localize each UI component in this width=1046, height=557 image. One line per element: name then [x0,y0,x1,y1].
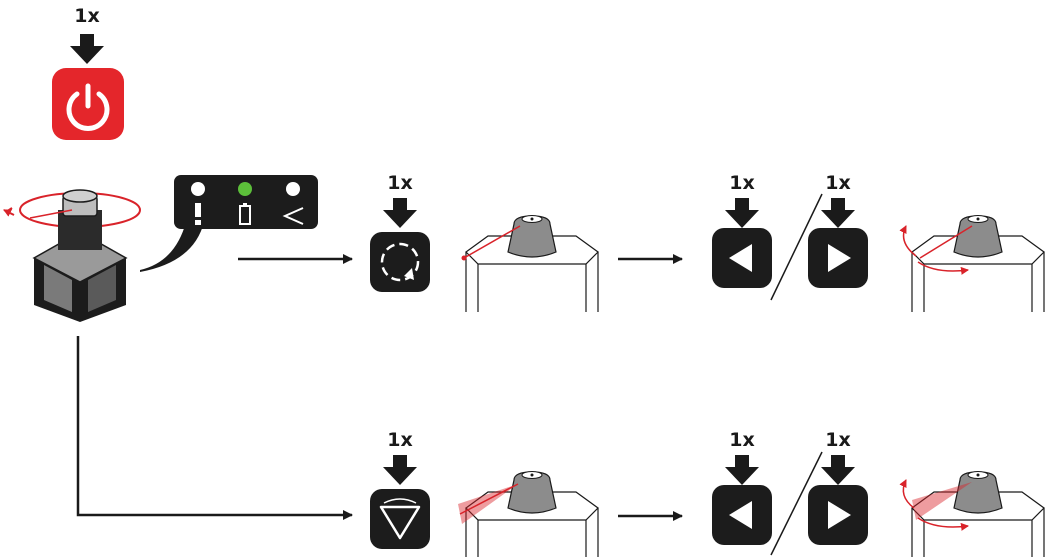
right-count-label: 1x [825,429,850,451]
scan-head-scene [458,470,599,557]
triangle-left-icon [729,244,752,272]
rotation-icon [380,242,420,282]
or-divider [770,451,823,556]
press-arrow-icon [383,455,417,485]
rotation-head-scene [461,214,599,313]
press-arrow-icon [821,455,855,485]
battery-led [238,182,252,196]
tilt-icon [282,207,304,225]
triangle-right-icon [828,244,851,272]
left-step-top: 1x [712,172,772,288]
scan-step: 1x [370,429,430,549]
triangle-right-icon [828,501,851,529]
right-button[interactable] [808,228,868,288]
press-arrow-icon [821,198,855,228]
battery-icon [239,203,251,225]
power-icon [66,83,110,131]
warning-icon [195,203,201,225]
left-count-label: 1x [729,429,754,451]
power-count-label: 1x [74,5,99,27]
tilt-led [286,182,300,196]
scan-button[interactable] [370,489,430,549]
warning-led [191,182,205,196]
right-button[interactable] [808,485,868,545]
power-button[interactable] [52,68,124,140]
rotation-adjust-scene [899,214,1045,313]
press-arrow-icon [383,198,417,228]
rotary-laser-device [3,189,141,322]
triangle-left-icon [729,501,752,529]
scan-count-label: 1x [387,429,412,451]
scan-triangle-icon [379,498,421,540]
power-step: 1x [52,5,124,140]
press-arrow-icon [725,198,759,228]
press-arrow-icon [70,34,104,64]
rotation-step: 1x [370,172,430,292]
left-step-bottom: 1x [712,429,772,545]
press-arrow-icon [725,455,759,485]
rotation-button[interactable] [370,232,430,292]
right-step-bottom: 1x [808,429,868,545]
left-button[interactable] [712,228,772,288]
right-step-top: 1x [808,172,868,288]
scan-adjust-scene [899,470,1045,557]
left-button[interactable] [712,485,772,545]
left-count-label: 1x [729,172,754,194]
led-status-panel [140,175,318,272]
or-divider [770,193,823,301]
flow-arrow [76,336,353,520]
right-count-label: 1x [825,172,850,194]
rotation-count-label: 1x [387,172,412,194]
